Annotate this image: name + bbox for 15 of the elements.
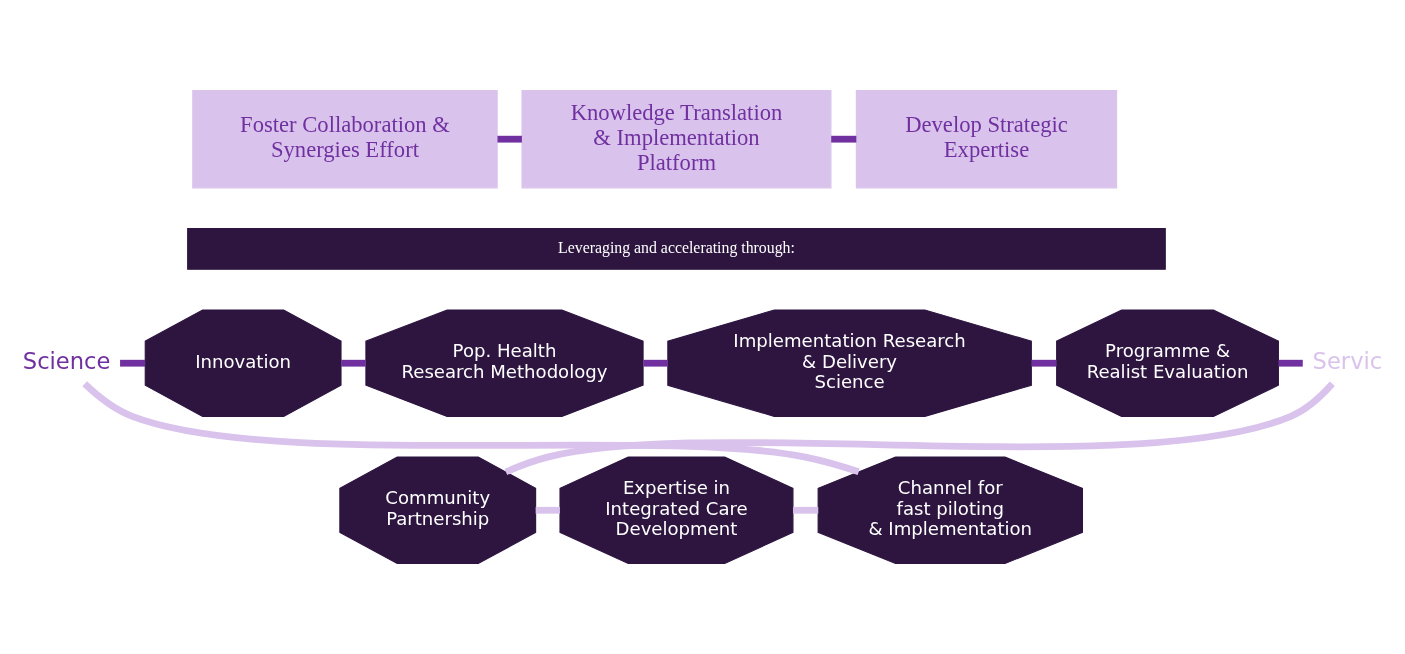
node-box: Foster Collaboration & Synergies Effort bbox=[192, 89, 498, 189]
node-box: Knowledge Translation & Implementation Platform bbox=[521, 89, 832, 189]
connector bbox=[497, 135, 522, 143]
connector bbox=[504, 381, 1335, 475]
connector bbox=[1031, 359, 1057, 367]
connector bbox=[82, 381, 860, 476]
connector bbox=[535, 506, 560, 514]
node-box: Leveraging and accelerating through: bbox=[187, 228, 1166, 270]
node-text: Science bbox=[22, 347, 111, 374]
node-box: Develop Strategic Expertise bbox=[855, 89, 1118, 189]
connector bbox=[341, 359, 366, 367]
node-text: Servic bbox=[1312, 347, 1383, 374]
connector bbox=[793, 506, 819, 514]
connector bbox=[643, 359, 668, 367]
connector bbox=[831, 135, 857, 143]
